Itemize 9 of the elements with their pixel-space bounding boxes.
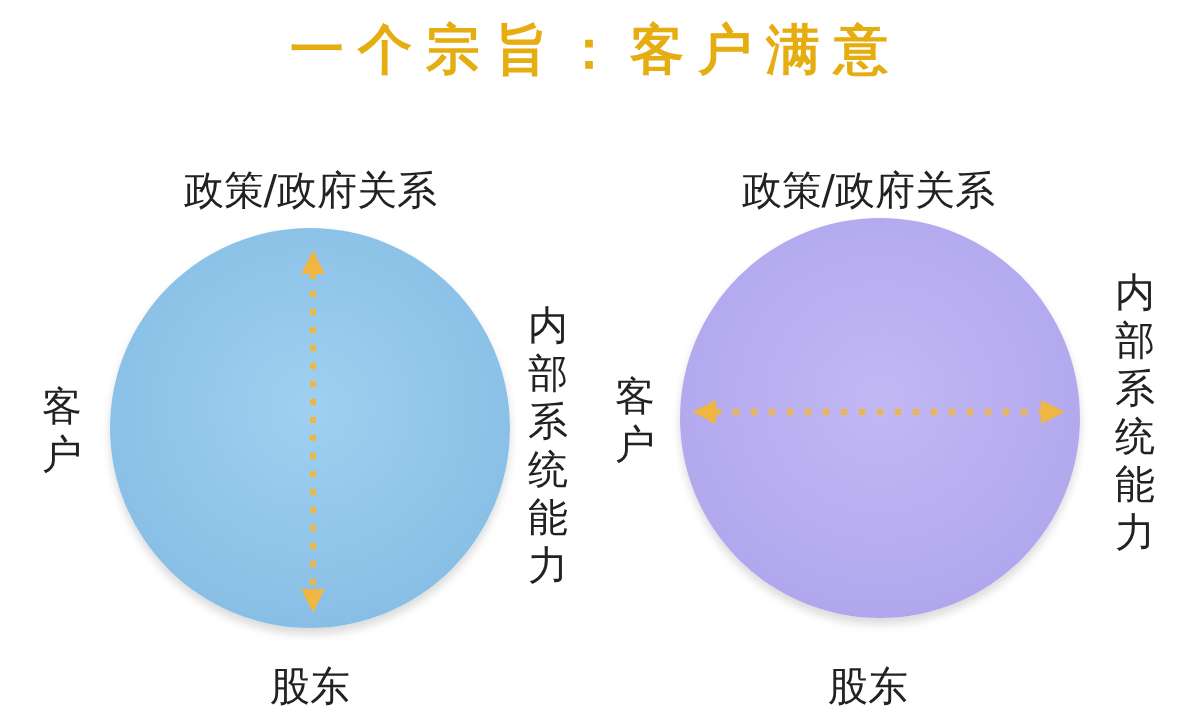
side-label: 股东 [270, 666, 350, 706]
side-label: 客户 [41, 382, 83, 478]
side-label: 内部系统能力 [527, 301, 569, 589]
side-label: 股东 [828, 666, 908, 706]
side-label: 政策/政府关系 [183, 170, 437, 210]
title: 一个宗旨：客户满意 [289, 16, 903, 83]
side-label: 政策/政府关系 [741, 170, 995, 210]
side-label: 客户 [614, 372, 656, 468]
side-label: 内部系统能力 [1114, 268, 1156, 556]
